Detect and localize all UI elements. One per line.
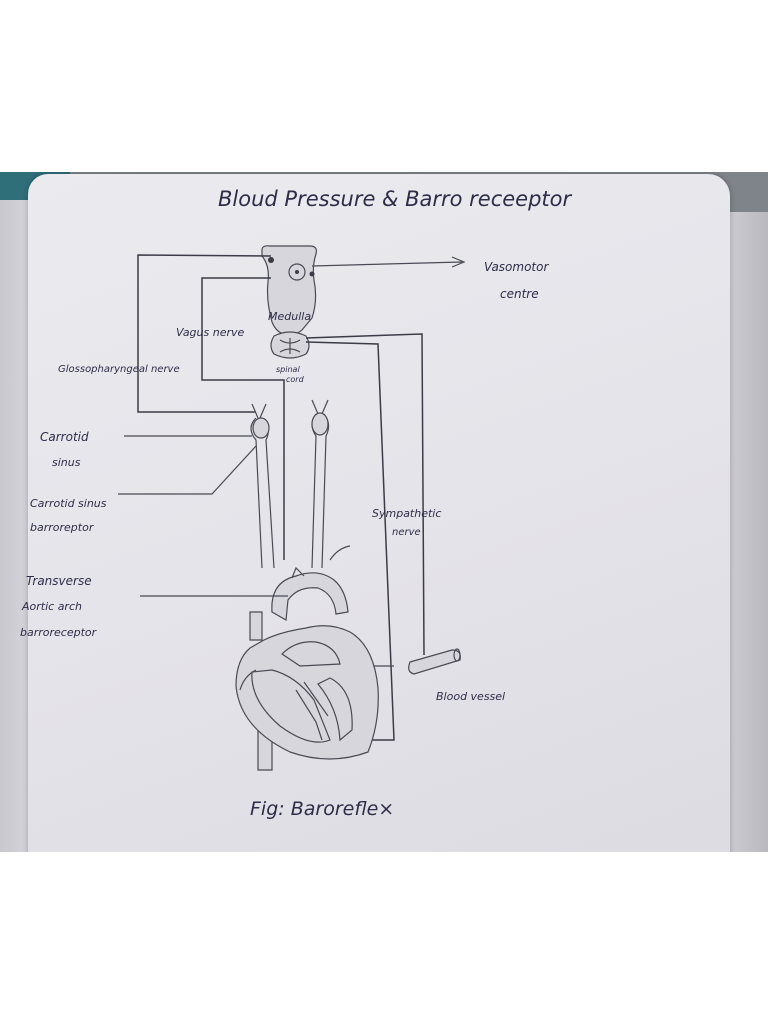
medulla-label: Medulla xyxy=(268,310,311,323)
carotid-sinus-bulb xyxy=(252,417,270,439)
spinal-cord-label: spinal xyxy=(276,365,300,374)
vasomotor-label: Vasomotor xyxy=(484,260,549,274)
spinal-cord-label: cord xyxy=(286,375,305,384)
vasomotor-label: centre xyxy=(500,287,539,301)
sympathetic-to-vessel-path xyxy=(305,333,425,656)
aortic-baroreceptor-label: Transverse xyxy=(26,574,92,588)
right-carotid-bulb xyxy=(311,412,329,436)
blood-vessel-label: Blood vessel xyxy=(436,690,505,703)
vasomotor-nucleus xyxy=(288,263,306,281)
vena-cava-top xyxy=(249,611,263,641)
sympathetic-nerve-label: nerve xyxy=(392,527,421,538)
aortic-baroreceptor-label: Aortic arch xyxy=(21,600,82,613)
figure-caption: Fig: Barorefle× xyxy=(250,798,394,820)
medulla-shape xyxy=(261,245,317,335)
notebook-photo: Bloud Pressure & Barro receeptor xyxy=(0,172,768,852)
carotid-baroreceptor-label: Carrotid sinus xyxy=(30,497,107,510)
sympathetic-nerve-label: Sympathetic xyxy=(372,507,441,520)
nerve-junction-dot xyxy=(268,257,274,263)
glossopharyngeal-nerve-label: Glossopharyngeal nerve xyxy=(58,364,180,375)
aortic-baroreceptor-label: barroreceptor xyxy=(20,626,98,639)
heart-left-chamber xyxy=(281,641,341,667)
carotid-aorta-junction xyxy=(291,566,305,579)
carotid-baroreceptor-label: barroreptor xyxy=(30,521,95,534)
carotid-sinus-label: sinus xyxy=(52,456,81,469)
vasomotor-pointer-line xyxy=(311,261,463,267)
nucleus-dot xyxy=(295,270,299,274)
aortic-branch xyxy=(329,545,351,561)
vessel-opening xyxy=(453,648,461,662)
carotid-baroreceptor-pointer xyxy=(118,445,257,495)
vasomotor-arrowhead xyxy=(451,256,466,268)
heart-septum xyxy=(295,681,329,741)
heart-outer-wall xyxy=(239,669,257,691)
notebook-page xyxy=(28,174,730,852)
glossopharyngeal-nerve-path xyxy=(137,254,272,413)
sympathetic-nerve-path xyxy=(305,341,395,741)
nerve-junction-dot xyxy=(309,271,315,277)
baroreflex-diagram: Bloud Pressure & Barro receeptor xyxy=(20,187,573,820)
spinal-grey-matter xyxy=(279,338,301,354)
blood-vessel xyxy=(408,649,461,675)
carotid-sinus-label: Carrotid xyxy=(40,430,89,444)
left-carotid-artery xyxy=(250,403,275,569)
right-carotid-artery xyxy=(311,399,330,569)
aortic-arch xyxy=(271,572,349,621)
heart-ventricles xyxy=(251,669,353,743)
diagram-title: Bloud Pressure & Barro receeptor xyxy=(218,187,573,211)
vagus-nerve-path xyxy=(201,277,285,560)
vagus-nerve-label: Vagus nerve xyxy=(176,326,245,339)
